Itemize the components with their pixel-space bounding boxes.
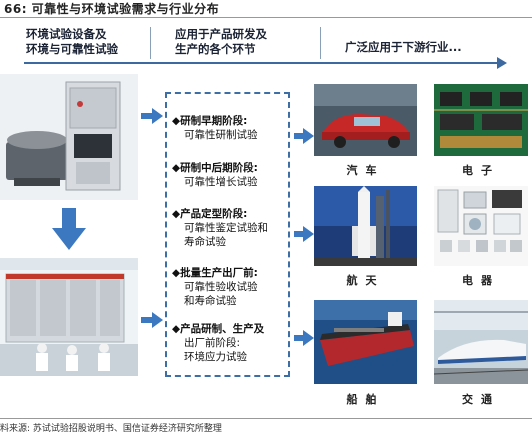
industry-label: 航天: [346, 274, 385, 287]
stage-item: ◆研制早期阶段: 可靠性研制试验: [172, 114, 294, 142]
stage-body-line: 可靠性增长试验: [184, 176, 258, 188]
title-divider: [0, 17, 532, 18]
header-application-line-2: 生产的各个环节: [175, 42, 256, 56]
car-factory-image: [314, 84, 417, 156]
appliances-image: [434, 186, 528, 266]
right-arrow-icon: [141, 108, 163, 128]
circuit-board-image: [434, 84, 528, 156]
ship-image: [314, 300, 417, 384]
stage-item: ◆产品定型阶段: 可靠性鉴定试验和 寿命试验: [172, 207, 294, 249]
industry-label: 船舶: [346, 393, 385, 406]
stage-item: ◆批量生产出厂前: 可靠性验收试验 和寿命试验: [172, 266, 294, 308]
down-arrow-icon: [52, 208, 86, 254]
stage-body-line: 可靠性鉴定试验和: [184, 222, 268, 234]
stage-body-line: 和寿命试验: [184, 295, 237, 307]
figure-title: 66: 可靠性与环境试验需求与行业分布: [4, 2, 220, 16]
stage-box: [165, 92, 290, 377]
test-lab-image: [0, 258, 138, 376]
industry-label: 电器: [462, 274, 500, 287]
stage-title: ◆研制中后期阶段:: [172, 162, 258, 174]
header-equipment: 环境试验设备及 环境与可靠性试验: [26, 27, 118, 57]
header-separator: [150, 27, 151, 59]
source-divider: [0, 418, 532, 419]
source-note: 料来源: 苏试试验招股说明书、国信证券经济研究所整理: [0, 424, 222, 434]
header-downstream: 广泛应用于下游行业...: [345, 40, 462, 54]
timeline-arrow-shaft: [24, 62, 499, 64]
rocket-image: [314, 186, 417, 266]
stage-item: ◆研制中后期阶段: 可靠性增长试验: [172, 161, 294, 189]
stage-body-line: 出厂前阶段:: [184, 337, 241, 349]
stage-title: ◆批量生产出厂前:: [172, 267, 258, 279]
header-application-line-1: 应用于产品研发及: [175, 27, 267, 41]
stage-body-line: 可靠性验收试验: [184, 281, 258, 293]
stage-body-line: 环境应力试验: [184, 351, 247, 363]
stage-title: ◆研制早期阶段:: [172, 115, 248, 127]
header-separator: [320, 27, 321, 59]
industry-label: 汽车: [346, 164, 385, 177]
industry-label: 交通: [462, 393, 500, 406]
header-application: 应用于产品研发及 生产的各个环节: [175, 27, 267, 57]
train-image: [434, 300, 528, 384]
stage-item: ◆产品研制、生产及 出厂前阶段: 环境应力试验: [172, 322, 294, 364]
test-chamber-image: [0, 74, 138, 200]
stage-title: ◆产品研制、生产及: [172, 323, 265, 335]
right-arrow-icon: [141, 312, 163, 332]
timeline-arrow-head: [497, 57, 507, 69]
stage-title: ◆产品定型阶段:: [172, 208, 248, 220]
header-equipment-line-2: 环境与可靠性试验: [26, 42, 118, 56]
industry-label: 电子: [462, 164, 500, 177]
right-arrow-icon: [294, 226, 314, 246]
stage-body-line: 可靠性研制试验: [184, 129, 258, 141]
right-arrow-icon: [294, 330, 314, 350]
header-equipment-line-1: 环境试验设备及: [26, 27, 107, 41]
right-arrow-icon: [294, 128, 314, 148]
stage-body-line: 寿命试验: [184, 236, 226, 248]
